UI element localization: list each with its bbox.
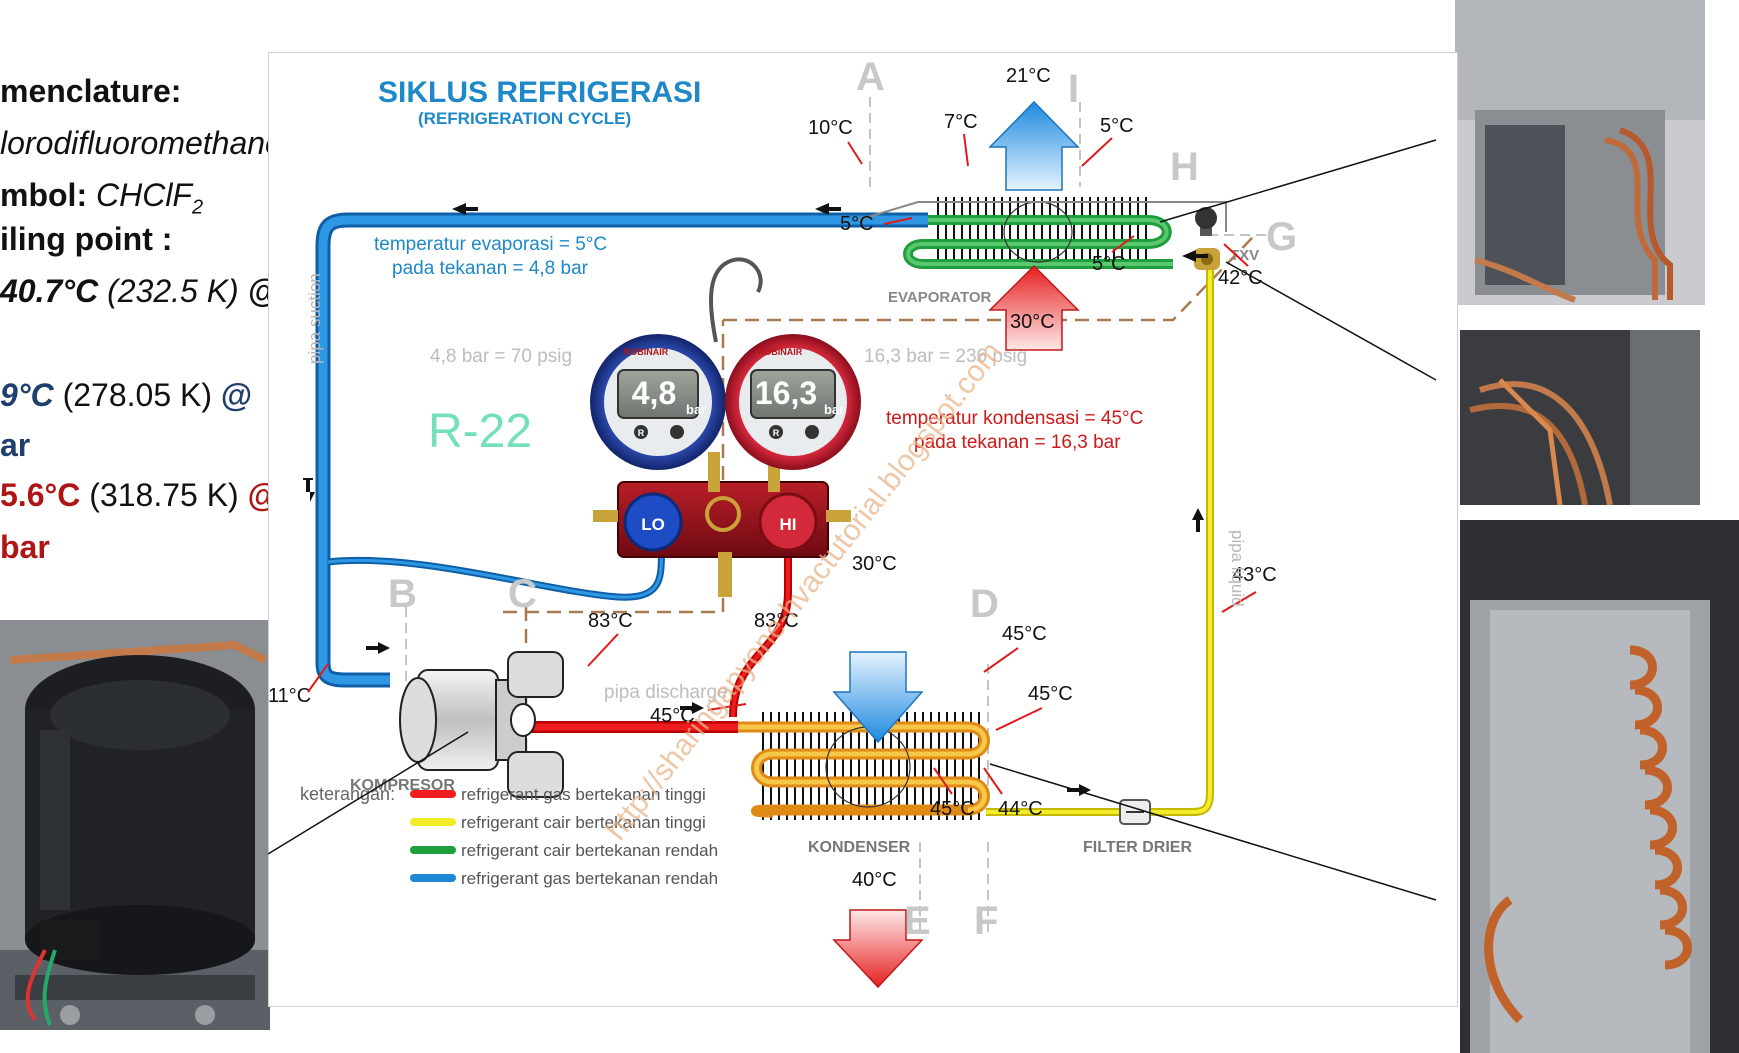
evap-saturation-value: 9°C (278.05 K) @ bbox=[0, 376, 252, 414]
point-e: E bbox=[904, 899, 931, 943]
point-g: G bbox=[1266, 215, 1297, 259]
high-gauge-unit: bar bbox=[824, 402, 844, 417]
boiling-point-value: 40.7°C (232.5 K) @ bbox=[0, 272, 279, 310]
legend-item-low-liquid: refrigerant cair bertekanan rendah bbox=[461, 841, 718, 860]
point-f: F bbox=[974, 899, 998, 943]
cond-saturation-unit: bar bbox=[0, 528, 50, 566]
low-pressure-conversion: 4,8 bar = 70 psig bbox=[430, 346, 572, 367]
condenser-photo bbox=[1460, 520, 1739, 1053]
pipa-liquid-label: pipa liquid bbox=[1228, 530, 1247, 607]
nomenclature-name: lorodifluoromethane bbox=[0, 124, 283, 162]
gauge-brand-high: ROBINAIR bbox=[758, 347, 803, 357]
high-gauge-reading: 16,3 bbox=[755, 375, 817, 411]
compressor-photo bbox=[0, 620, 270, 1030]
knob-hi-label: HI bbox=[780, 515, 797, 534]
legend-item-low-gas: refrigerant gas bertekanan rendah bbox=[461, 869, 718, 888]
temp-cond-air-out: 40°C bbox=[852, 869, 897, 891]
filter-drier-label: FILTER DRIER bbox=[1083, 839, 1192, 856]
point-a: A bbox=[856, 55, 885, 99]
refrigeration-cycle-diagram: EVAPORATOR TXV FILTER DRIER bbox=[268, 52, 1458, 1007]
low-gauge-r: R bbox=[638, 428, 645, 438]
temp-evap-air-in: 30°C bbox=[1010, 311, 1055, 333]
txv-label: TXV bbox=[1230, 247, 1259, 264]
temp-evap-air-out: 21°C bbox=[1006, 65, 1051, 87]
point-i: I bbox=[1068, 67, 1079, 111]
evap-saturation-unit: ar bbox=[0, 426, 30, 464]
temp-evap-h: 5°C bbox=[1092, 253, 1126, 275]
nomenclature-heading: menclature: bbox=[0, 72, 181, 110]
high-gauge-r: R bbox=[773, 428, 780, 438]
evaporation-pressure-note: pada tekanan = 4,8 bar bbox=[392, 258, 589, 279]
point-b: B bbox=[388, 572, 417, 616]
evaporator-label: EVAPORATOR bbox=[888, 289, 992, 306]
temp-cond-right: 45°C bbox=[1028, 683, 1073, 705]
gauge-brand-low: ROBINAIR bbox=[624, 347, 669, 357]
temp-a: 10°C bbox=[808, 117, 853, 139]
temp-discharge-c: 83°C bbox=[588, 610, 633, 632]
condenser-label: KONDENSER bbox=[808, 839, 911, 856]
evaporation-temp-note: temperatur evaporasi = 5°C bbox=[374, 234, 607, 255]
temp-evap-inlet: 5°C bbox=[840, 213, 874, 235]
low-gauge-reading: 4,8 bbox=[632, 375, 676, 411]
temp-cond-e: 45°C bbox=[930, 798, 975, 820]
temp-cond-d: 45°C bbox=[1002, 623, 1047, 645]
nomenclature-symbol: mbol: CHClF2 bbox=[0, 176, 203, 219]
legend-title: keterangan: bbox=[300, 784, 395, 804]
point-h: H bbox=[1170, 145, 1199, 189]
temp-cond-air-in: 30°C bbox=[852, 553, 897, 575]
diagram-subtitle: (REFRIGERATION CYCLE) bbox=[418, 109, 631, 128]
diagram-title: SIKLUS REFRIGERASI bbox=[378, 76, 701, 109]
cond-saturation-value: 5.6°C (318.75 K) @ bbox=[0, 476, 279, 514]
temp-cond-f: 44°C bbox=[998, 798, 1043, 820]
temp-suction-b: 11°C bbox=[268, 685, 311, 707]
low-gauge-unit: bar bbox=[686, 402, 706, 417]
pipa-suction-label: pipa suction bbox=[305, 273, 324, 364]
temp-evap-mid: 7°C bbox=[944, 111, 978, 133]
temp-evap-i: 5°C bbox=[1100, 115, 1134, 137]
refrigerant-type: R-22 bbox=[428, 405, 532, 458]
point-d: D bbox=[970, 582, 999, 626]
point-c: C bbox=[508, 572, 537, 616]
boiling-point-label: iling point : bbox=[0, 220, 172, 258]
legend-item-high-liquid: refrigerant cair bertekanan tinggi bbox=[461, 813, 706, 832]
evaporator-photo bbox=[1455, 0, 1705, 305]
txv-photo bbox=[1460, 330, 1700, 505]
knob-lo-label: LO bbox=[641, 515, 665, 534]
